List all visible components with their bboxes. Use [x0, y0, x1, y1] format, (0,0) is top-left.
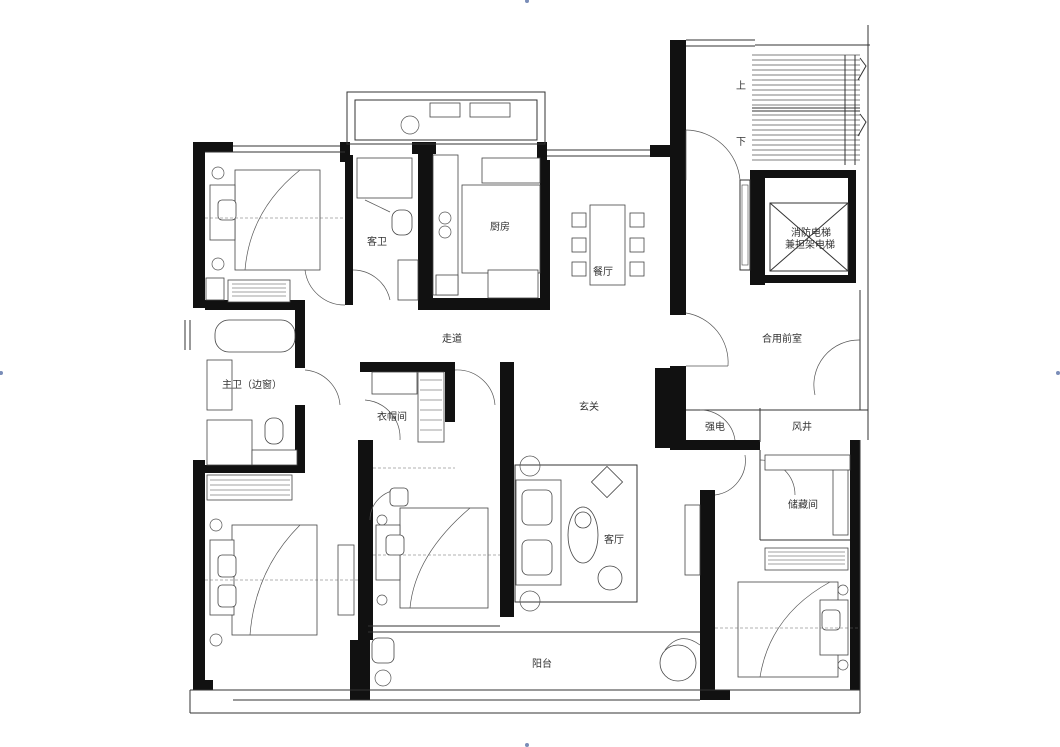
- label-dining: 餐厅: [593, 265, 613, 278]
- bedroom-2: [205, 474, 358, 647]
- label-balcony: 阳台: [532, 657, 552, 670]
- label-storage: 储藏间: [788, 498, 818, 511]
- label-shared-lobby: 合用前室: [762, 332, 802, 345]
- exterior-walls: [193, 40, 860, 700]
- frame-marker-top: [525, 0, 529, 3]
- label-corridor: 走道: [442, 332, 462, 345]
- label-elevator-1: 消防电梯: [791, 226, 831, 239]
- living-room: [514, 455, 701, 612]
- frame-marker-right: [1056, 371, 1060, 375]
- outline-lines: [189, 25, 870, 714]
- label-living: 客厅: [604, 533, 624, 546]
- balcony: [659, 638, 701, 682]
- dining-table: [571, 204, 645, 286]
- kitchen: [400, 102, 541, 299]
- frame-marker-bottom: [525, 743, 529, 747]
- room-labels: 客卫 厨房 餐厅 走道 合用前室 消防电梯 兼担架电梯 上 下 主卫（边窗） 衣…: [222, 80, 835, 670]
- label-master-bath: 主卫（边窗）: [222, 378, 282, 391]
- small-bath: [371, 637, 395, 687]
- cloakroom: [371, 371, 445, 443]
- master-bath: [184, 319, 298, 466]
- label-stair-down: 下: [736, 137, 746, 148]
- frame-marker-left: [0, 371, 3, 375]
- bedroom-1: [205, 166, 345, 303]
- label-kitchen: 厨房: [490, 220, 510, 233]
- guest-bath: [356, 157, 419, 301]
- label-guest-bath: 客卫: [367, 235, 387, 248]
- bedroom-3: [373, 467, 500, 609]
- stairs: [752, 54, 867, 165]
- label-air-shaft: 风井: [792, 420, 812, 433]
- label-cloakroom: 衣帽间: [377, 410, 407, 423]
- label-stair-up: 上: [736, 80, 746, 92]
- label-elevator-2: 兼担架电梯: [785, 238, 835, 251]
- bedroom-4: [715, 454, 860, 678]
- label-electrical: 强电: [705, 420, 725, 433]
- label-foyer: 玄关: [579, 400, 599, 413]
- elevator-shaft: [739, 179, 849, 272]
